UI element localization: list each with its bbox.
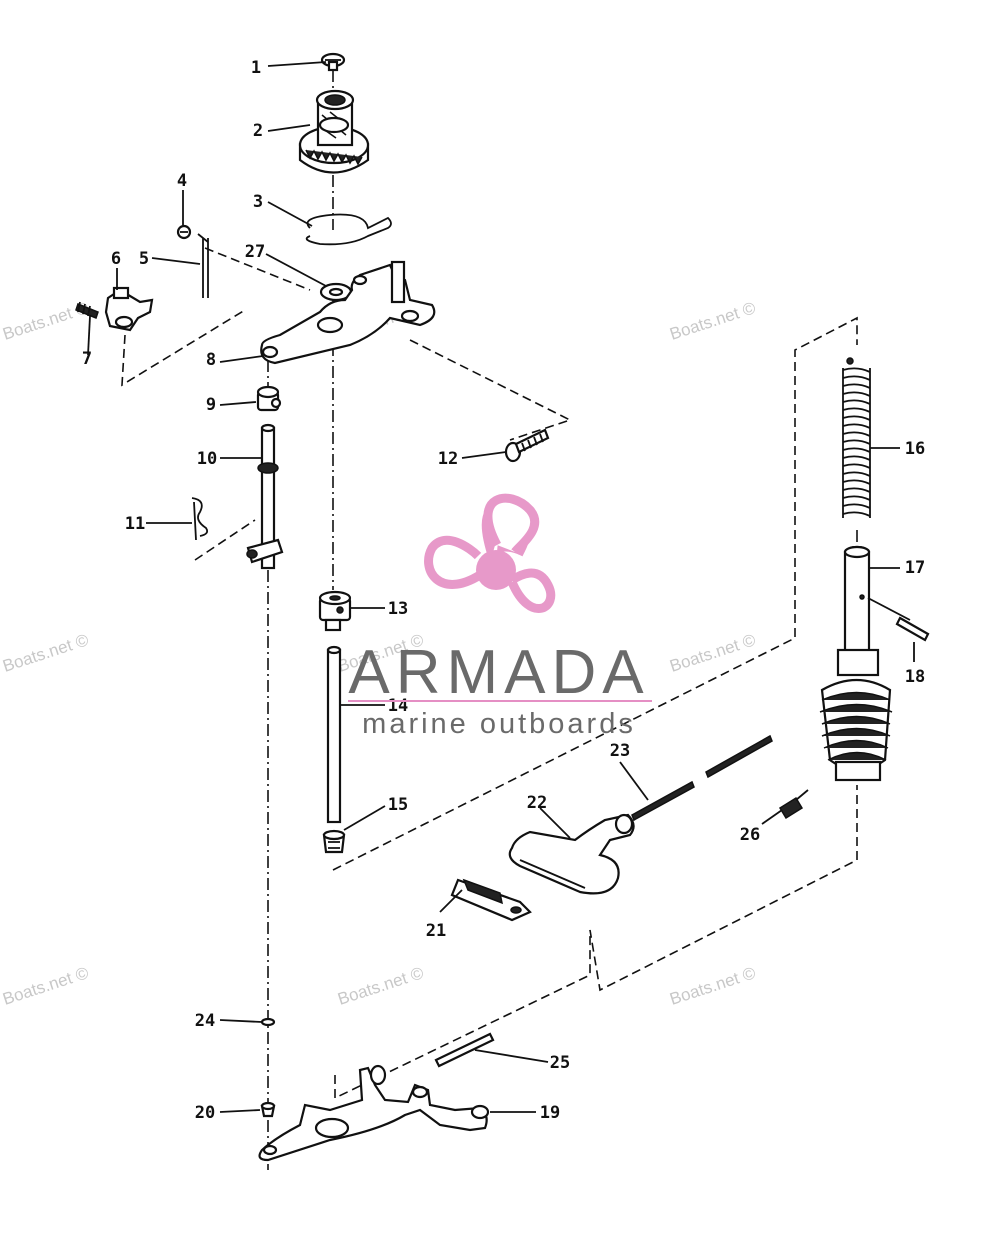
callout-17: 17 <box>905 558 925 578</box>
part-lever-19 <box>258 1064 490 1162</box>
part-link-rod-5 <box>197 233 209 298</box>
assembly-lines <box>121 70 858 1170</box>
part-screw-7 <box>75 301 99 319</box>
part-fitting-20 <box>260 1101 276 1118</box>
callout-26: 26 <box>740 825 760 845</box>
watermark: Boats.net © <box>667 630 758 676</box>
callout-11: 11 <box>125 514 145 534</box>
callout-19: 19 <box>540 1103 560 1123</box>
callout-16: 16 <box>905 439 925 459</box>
callout-25: 25 <box>550 1053 570 1073</box>
callout-1: 1 <box>251 58 261 78</box>
watermark: Boats.net © <box>667 963 758 1009</box>
callout-5: 5 <box>139 249 149 269</box>
part-spring-16 <box>842 357 871 518</box>
callout-21: 21 <box>426 921 446 941</box>
part-fastener-26 <box>778 789 809 820</box>
callout-2: 2 <box>253 121 263 141</box>
part-gear-2 <box>298 89 370 174</box>
part-screw-4 <box>176 224 192 240</box>
callout-27: 27 <box>245 242 265 262</box>
part-screw-1 <box>320 52 346 72</box>
callout-15: 15 <box>388 795 408 815</box>
part-bracket-6 <box>104 286 154 332</box>
part-coupler-13 <box>318 590 352 632</box>
part-clip-24 <box>260 1017 276 1027</box>
callout-9: 9 <box>206 395 216 415</box>
callout-7: 7 <box>82 349 92 369</box>
callout-23: 23 <box>610 741 630 761</box>
callout-8: 8 <box>206 350 216 370</box>
leader-lines <box>87 61 915 1113</box>
callout-12: 12 <box>438 449 458 469</box>
callout-22: 22 <box>527 793 547 813</box>
watermark: Boats.net © <box>667 298 758 344</box>
callout-20: 20 <box>195 1103 215 1123</box>
watermark: Boats.net © <box>0 963 91 1009</box>
armada-logo: ARMADA marine outboards <box>348 493 652 740</box>
part-lever-8 <box>260 260 436 365</box>
parts <box>75 52 930 1162</box>
callout-3: 3 <box>253 192 263 212</box>
part-clip-11 <box>191 497 209 541</box>
callout-labels: 1 2 3 4 5 6 7 27 8 9 10 11 12 13 14 15 1… <box>82 58 925 1123</box>
callout-24: 24 <box>195 1011 215 1031</box>
watermark: Boats.net © <box>335 963 426 1009</box>
part-rope-23 <box>631 734 773 822</box>
part-fitting-15 <box>322 829 346 854</box>
callout-18: 18 <box>905 667 925 687</box>
part-shaft-17 <box>819 545 893 782</box>
watermark: Boats.net © <box>0 630 91 676</box>
part-rod-14 <box>326 645 342 824</box>
part-coupling-9 <box>256 385 282 412</box>
callout-6: 6 <box>111 249 121 269</box>
callout-4: 4 <box>177 171 187 191</box>
callout-10: 10 <box>197 449 217 469</box>
propeller-icon <box>424 493 556 613</box>
callout-13: 13 <box>388 599 408 619</box>
part-spring-clip-3 <box>305 213 392 246</box>
part-handle-22 <box>508 813 635 895</box>
part-washer-27 <box>319 282 353 302</box>
part-pin-25 <box>434 1032 495 1068</box>
part-shaft-10 <box>246 423 284 570</box>
logo-name: ARMADA <box>348 638 649 707</box>
part-screw-12 <box>504 428 550 463</box>
part-pad-21 <box>450 878 532 922</box>
part-pin-18 <box>895 616 930 642</box>
logo-tagline: marine outboards <box>362 708 636 740</box>
